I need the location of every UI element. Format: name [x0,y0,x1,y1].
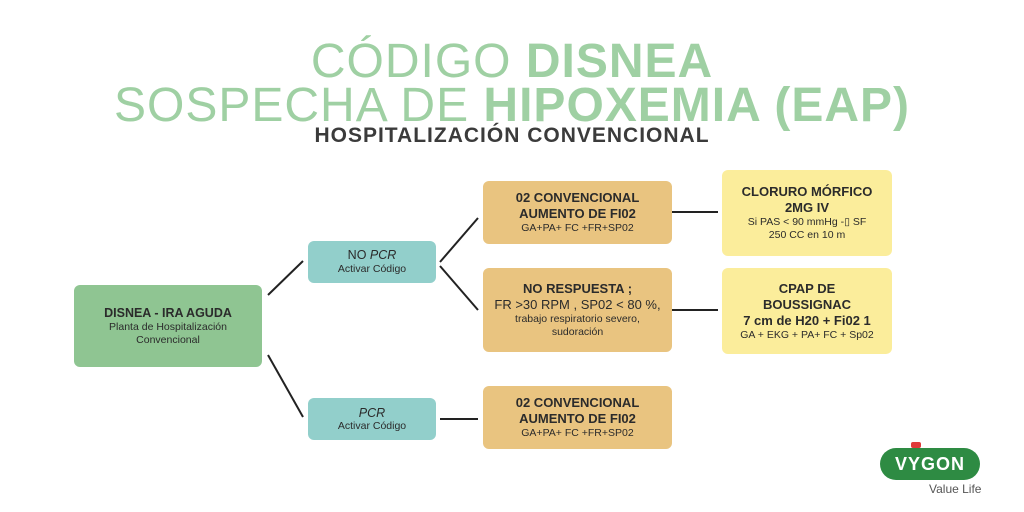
subtitle: HOSPITALIZACIÓN CONVENCIONAL [314,124,710,147]
node-root-line2: Planta de Hospitalización [109,320,227,333]
connector-no-pcr-to-o2-top [439,217,479,263]
node-root: DISNEA - IRA AGUDA Planta de Hospitaliza… [74,285,262,367]
node-no-response-line3: trabajo respiratorio severo, [515,313,640,325]
node-morphine: CLORURO MÓRFICO 2MG IV Si PAS < 90 mmHg … [722,170,892,256]
title-line-2-bold: HIPOXEMIA (EAP) [483,79,911,132]
node-no-pcr: NO PCR Activar Código [308,241,436,283]
node-no-response-line4: sudoración [551,326,604,338]
node-o2-bottom-line3: GA+PA+ FC +FR+SP02 [521,427,634,439]
node-no-response-line1: NO RESPUESTA ; [522,281,633,296]
node-root-line3: Convencional [136,333,200,346]
node-root-title: DISNEA - IRA AGUDA [104,305,232,320]
node-o2-top: 02 CONVENCIONAL AUMENTO DE FI02 GA+PA+ F… [483,181,672,244]
title-line-1-bold: DISNEA [525,35,714,88]
node-pcr-title: PCR [358,405,386,420]
connector-root-to-pcr [267,354,304,418]
logo-tagline: Value Life [929,482,982,496]
node-no-pcr-prefix: NO [347,248,367,262]
title-line-1: CÓDIGO DISNEA [0,36,1024,88]
title-line-2: SOSPECHA DE HIPOXEMIA (EAP) [0,80,1024,132]
node-no-pcr-sub: Activar Código [337,263,407,275]
node-o2-bottom-line1: 02 CONVENCIONAL [515,395,640,410]
node-morphine-line2: 2MG IV [784,200,830,215]
node-cpap-line3: 7 cm de H20 + Fi02 1 [743,312,871,328]
node-no-response: NO RESPUESTA ; FR >30 RPM , SP02 < 80 %,… [483,268,672,352]
vygon-logo: VYGON [880,448,980,480]
node-morphine-line3: Si PAS < 90 mmHg -▯ SF [747,216,867,228]
node-no-pcr-pcr: PCR [369,248,397,262]
node-cpap: CPAP DE BOUSSIGNAC 7 cm de H20 + Fi02 1 … [722,268,892,354]
connector-no-pcr-to-no-resp [439,265,479,311]
node-no-response-line2: FR >30 RPM , SP02 < 80 %, [494,297,661,312]
node-pcr-sub: Activar Código [337,419,407,432]
logo-accent-icon [911,442,921,448]
node-cpap-line2: BOUSSIGNAC [762,296,852,312]
node-o2-top-line2: AUMENTO DE FI02 [519,206,636,221]
title-line-2-light: SOSPECHA DE [113,79,470,132]
node-o2-bottom-line2: AUMENTO DE FI02 [519,411,636,426]
node-o2-top-line1: 02 CONVENCIONAL [515,190,640,205]
node-cpap-line1: CPAP DE [778,280,836,296]
node-o2-bottom: 02 CONVENCIONAL AUMENTO DE FI02 GA+PA+ F… [483,386,672,449]
node-o2-top-line3: GA+PA+ FC +FR+SP02 [521,222,634,234]
node-pcr: PCR Activar Código [308,398,436,440]
node-no-pcr-title: NO PCR [348,248,397,263]
node-morphine-line1: CLORURO MÓRFICO [741,184,873,199]
connector-root-to-no-pcr [267,260,304,296]
title-line-1-light: CÓDIGO [310,35,512,88]
node-cpap-line4: GA + EKG + PA+ FC + Sp02 [740,328,874,341]
node-morphine-line4: 250 CC en 10 m [768,229,846,241]
